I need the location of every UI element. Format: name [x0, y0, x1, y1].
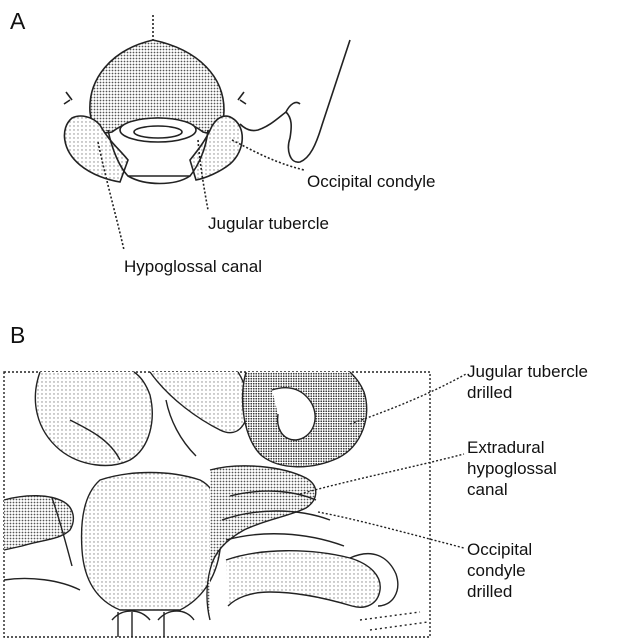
label-jugular-tubercle-drilled-line-1: Jugular tubercle: [467, 361, 588, 382]
label-extradural-hypoglossal-canal: Extradural hypoglossal canal: [467, 437, 557, 500]
panel-a-leader-occipital-condyle: [232, 140, 304, 170]
panel-b-condyle-region: [226, 551, 380, 607]
panel-b-letter: B: [10, 322, 25, 349]
label-extradural-hypoglossal-canal-line-3: canal: [467, 479, 557, 500]
label-jugular-tubercle-drilled-line-2: drilled: [467, 382, 588, 403]
panel-b-hypoglossal-region: [207, 466, 316, 620]
label-occipital-condyle-drilled-line-2: condyle: [467, 560, 532, 581]
panel-b-leader-jugular-tubercle: [350, 374, 466, 424]
label-occipital-condyle-drilled-line-1: Occipital: [467, 539, 532, 560]
label-extradural-hypoglossal-canal-line-1: Extradural: [467, 437, 557, 458]
label-extradural-hypoglossal-canal-line-2: hypoglossal: [467, 458, 557, 479]
label-jugular-tubercle: Jugular tubercle: [208, 213, 329, 234]
panel-a-letter: A: [10, 8, 25, 35]
label-occipital-condyle-drilled-line-3: drilled: [467, 581, 532, 602]
label-jugular-tubercle-drilled: Jugular tubercle drilled: [467, 361, 588, 403]
label-hypoglossal-canal: Hypoglossal canal: [124, 256, 262, 277]
label-occipital-condyle: Occipital condyle: [307, 171, 436, 192]
label-occipital-condyle-drilled: Occipital condyle drilled: [467, 539, 532, 602]
panel-a-right-structure: [240, 40, 350, 162]
panel-b-leader-occipital-condyle: [318, 512, 464, 548]
panel-b-illustration: [4, 372, 466, 637]
